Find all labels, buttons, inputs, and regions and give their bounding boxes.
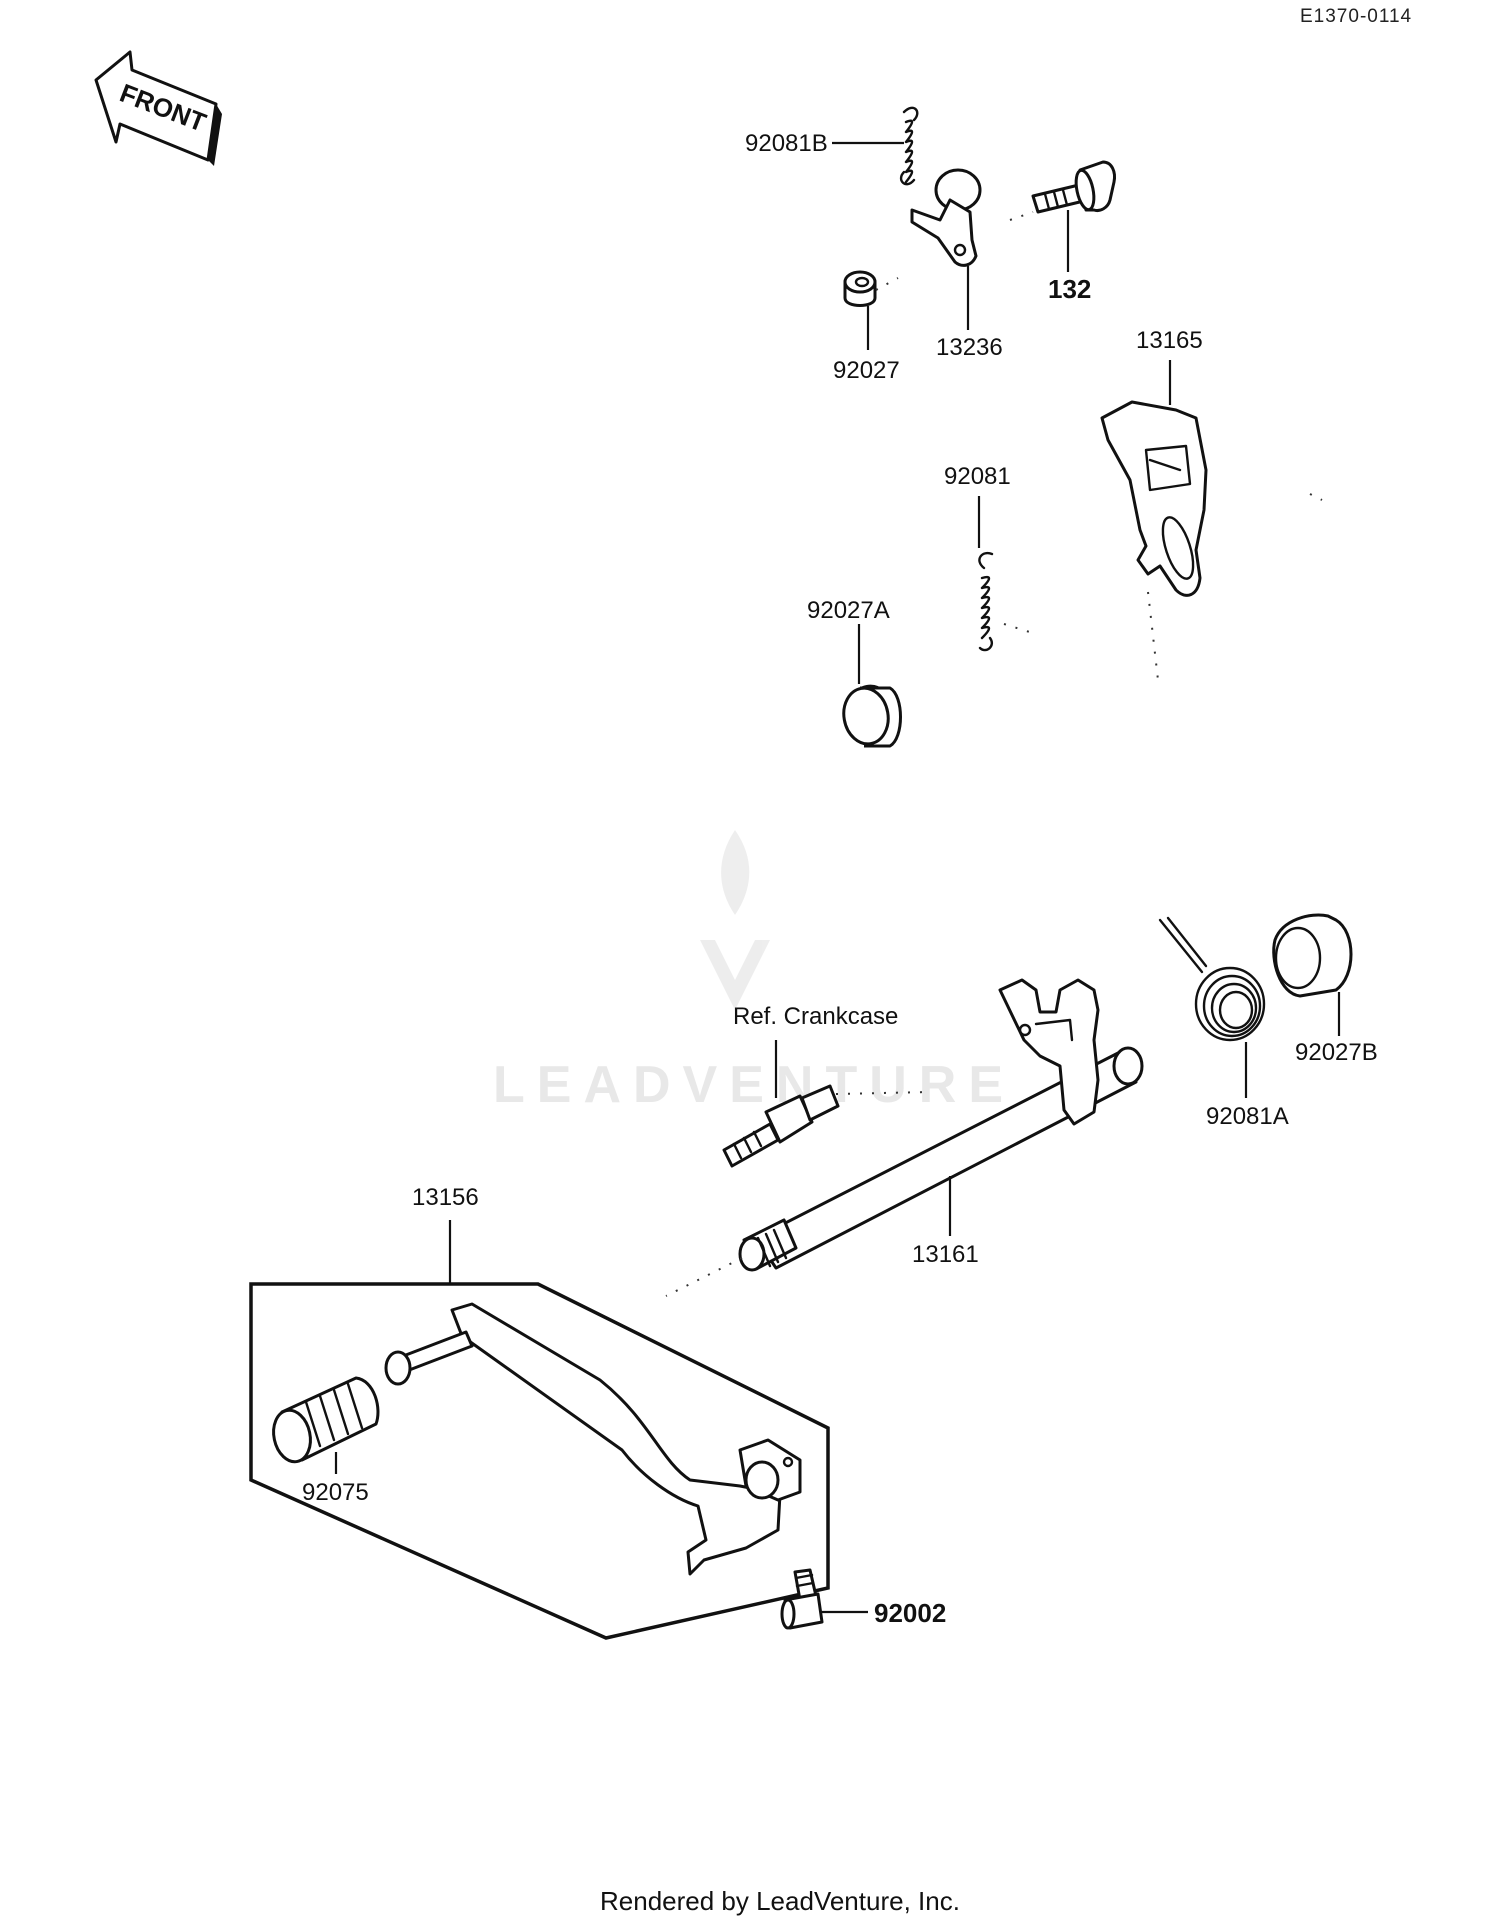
- shift-shaft-13161: [738, 978, 1144, 1272]
- axis-92081: [1003, 623, 1037, 635]
- label-13165: 13165: [1136, 327, 1203, 354]
- label-13236: 13236: [936, 334, 1003, 361]
- label-92027a: 92027A: [807, 597, 890, 624]
- spring-92081a: [1158, 916, 1266, 1042]
- label-132: 132: [1048, 274, 1091, 304]
- label-13161: 13161: [912, 1241, 979, 1268]
- spring-92081b: [899, 106, 919, 186]
- label-92081b: 92081B: [745, 130, 828, 157]
- front-arrow-icon: FRONT: [94, 50, 222, 166]
- label-92081a: 92081A: [1206, 1103, 1289, 1130]
- label-crankcase: Ref. Crankcase: [733, 1003, 898, 1030]
- drawing-code: E1370-0114: [1300, 6, 1412, 27]
- label-92027: 92027: [833, 357, 900, 384]
- footer-credit: Rendered by LeadVenture, Inc.: [600, 1886, 960, 1916]
- label-13156: 13156: [412, 1184, 479, 1211]
- axis-13161: [665, 1257, 743, 1297]
- pedal-rubber-92075: [272, 1376, 380, 1464]
- seal-92027b: [1272, 913, 1353, 998]
- axis-13165: [1147, 591, 1159, 681]
- label-92002: 92002: [874, 1598, 946, 1628]
- seal-92027a: [842, 684, 902, 748]
- label-92027b: 92027B: [1295, 1039, 1378, 1066]
- shift-pedal-13156: [384, 1302, 802, 1576]
- axis-92027: [875, 277, 899, 291]
- axis-13165-b: [1309, 493, 1323, 501]
- label-92081: 92081: [944, 463, 1011, 490]
- crankcase-stud: [722, 1084, 840, 1168]
- axis-132: [1009, 211, 1034, 221]
- watermark: LEADVENTURE: [493, 830, 1015, 1114]
- lever-13236: [910, 168, 982, 267]
- label-92075: 92075: [302, 1479, 369, 1506]
- arm-13165: [1100, 400, 1208, 597]
- watermark-text: LEADVENTURE: [493, 1056, 1015, 1114]
- pedal-assembly-outline: [249, 1282, 830, 1640]
- bolt-92002: [780, 1568, 824, 1630]
- spring-92081: [978, 551, 994, 652]
- collar-92027: [843, 270, 877, 307]
- bolt-132: [1031, 160, 1116, 214]
